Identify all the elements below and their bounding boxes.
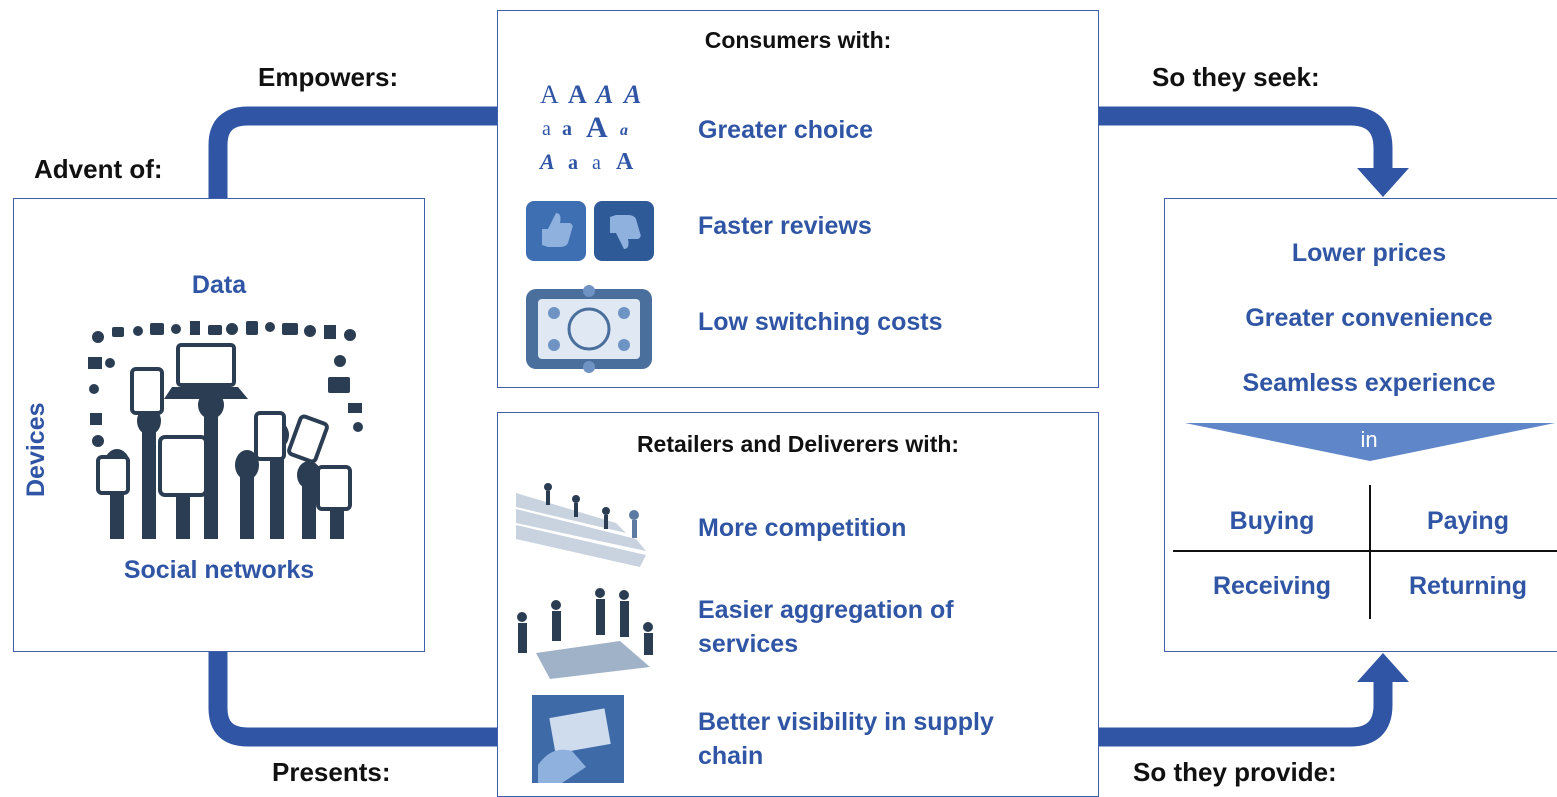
svg-text:A: A xyxy=(538,149,555,174)
seek-arrowhead xyxy=(1357,168,1409,197)
hand-document-icon xyxy=(532,695,624,783)
in-label: in xyxy=(1360,427,1378,452)
svg-text:a: a xyxy=(620,122,628,139)
svg-text:a: a xyxy=(568,152,578,174)
retailer-item: More competition xyxy=(698,514,907,542)
data-label: Data xyxy=(191,271,247,299)
puzzle-team-icon xyxy=(517,588,653,679)
thumbs-up-down-icon xyxy=(526,201,654,261)
svg-text:A: A xyxy=(568,80,587,109)
consumers-box: Consumers with: A A A A a a A a A a a A … xyxy=(497,10,1099,388)
consumer-item: Greater choice xyxy=(698,116,874,144)
retailers-header: Retailers and Deliverers with: xyxy=(636,431,960,457)
advent-box: Data Devices Social networks xyxy=(13,198,425,652)
grid-cell-buying: Buying xyxy=(1229,507,1315,535)
quadrant-grid-lines xyxy=(1173,485,1557,619)
in-arrow-shape xyxy=(1185,423,1555,461)
outcome-item: Seamless experience xyxy=(1242,369,1496,397)
retailer-item: Better visibility in supply chain xyxy=(698,708,994,770)
empowers-label: Empowers: xyxy=(258,62,399,92)
font-variety-icon: A A A A a a A a A a a A xyxy=(538,80,641,175)
raised-hands-with-devices-icon xyxy=(88,321,363,539)
seek-label: So they seek: xyxy=(1152,62,1320,92)
svg-text:A: A xyxy=(622,80,641,109)
empowers-connector xyxy=(208,106,498,198)
devices-label: Devices xyxy=(22,402,50,497)
outcomes-box: Lower prices Greater convenience Seamles… xyxy=(1164,198,1557,652)
outcome-item: Greater convenience xyxy=(1245,304,1493,332)
social-networks-label: Social networks xyxy=(123,556,315,584)
runners-race-icon xyxy=(516,483,646,567)
consumer-item: Faster reviews xyxy=(698,212,872,240)
svg-text:A: A xyxy=(586,111,608,144)
retailers-box: Retailers and Deliverers with: More comp… xyxy=(497,412,1099,797)
provide-label: So they provide: xyxy=(1133,757,1337,787)
consumers-header: Consumers with: xyxy=(704,27,892,53)
grid-cell-receiving: Receiving xyxy=(1212,572,1332,600)
presents-label: Presents: xyxy=(272,757,391,787)
provide-arrowhead xyxy=(1357,653,1409,682)
consumer-item: Low switching costs xyxy=(698,308,943,336)
tablet-network-icon xyxy=(526,285,652,373)
svg-text:a: a xyxy=(542,118,551,140)
presents-connector xyxy=(208,652,498,747)
svg-text:a: a xyxy=(592,152,601,174)
retailer-item: Easier aggregation of services xyxy=(698,596,954,658)
svg-text:A: A xyxy=(594,80,613,109)
provide-connector xyxy=(1098,680,1393,747)
grid-cell-returning: Returning xyxy=(1408,572,1528,600)
outcome-item: Lower prices xyxy=(1291,239,1447,267)
svg-text:A: A xyxy=(540,80,559,109)
svg-text:A: A xyxy=(616,149,634,175)
seek-connector xyxy=(1098,106,1393,170)
advent-label: Advent of: xyxy=(34,154,163,184)
svg-text:a: a xyxy=(562,118,572,140)
grid-cell-paying: Paying xyxy=(1427,507,1509,535)
